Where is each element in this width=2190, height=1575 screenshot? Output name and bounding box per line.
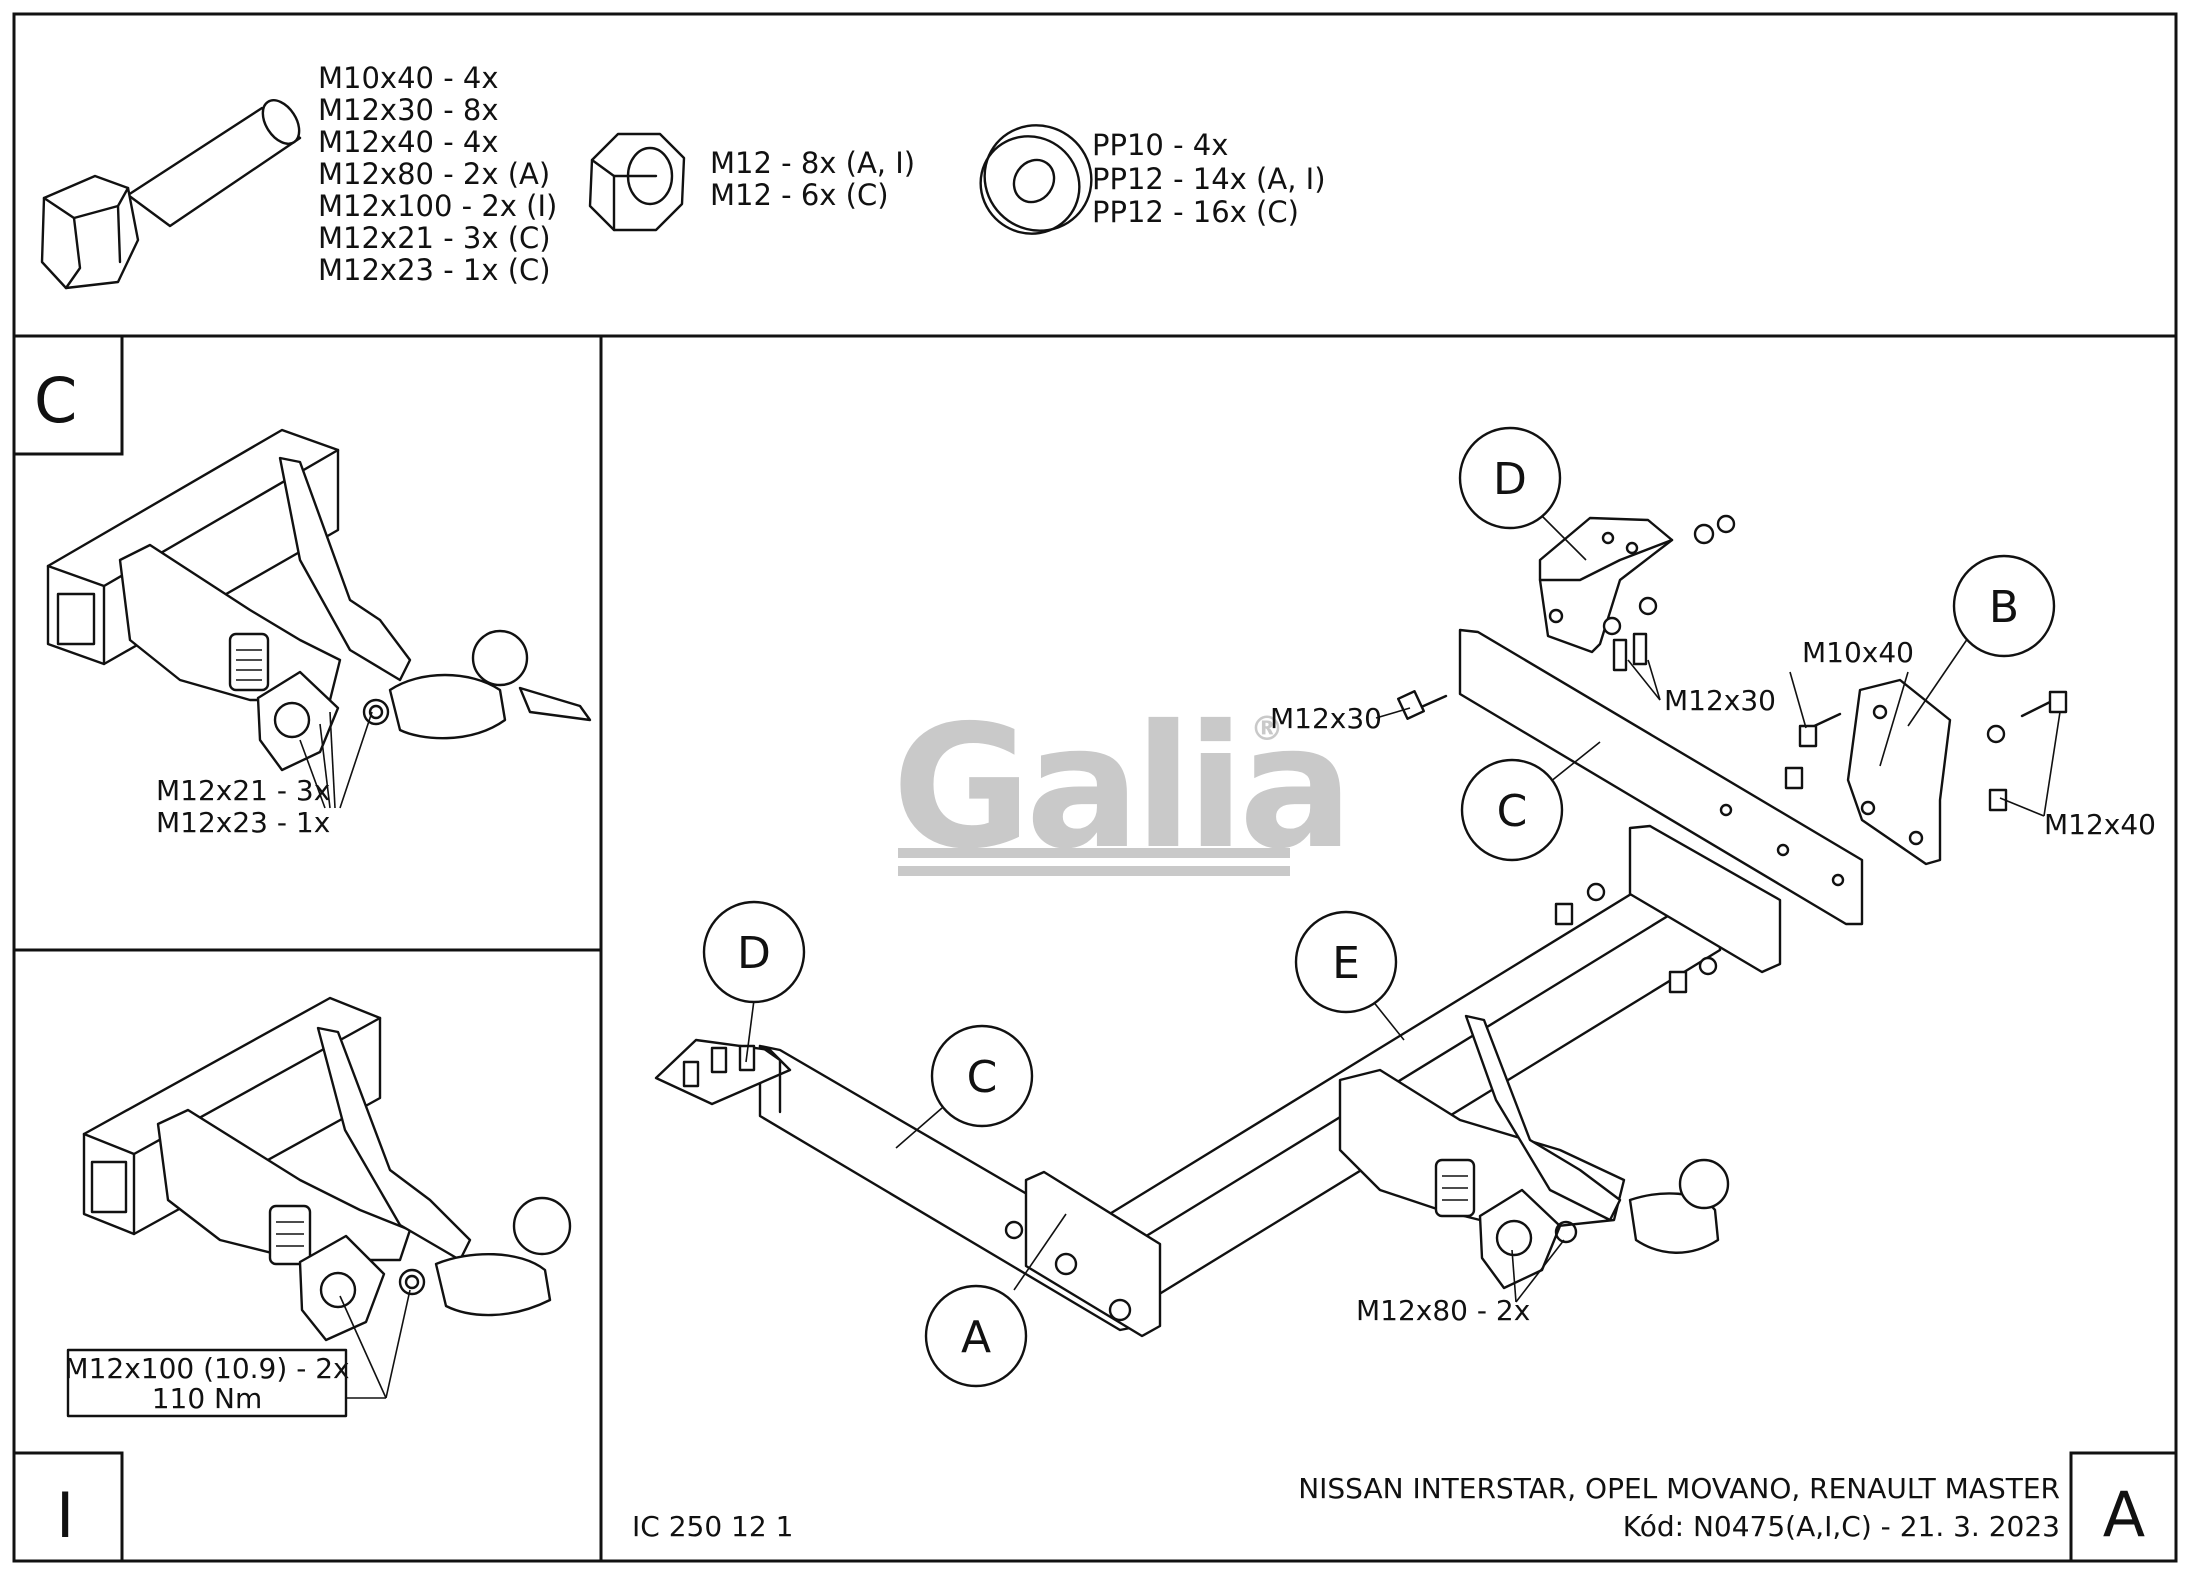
bolt-line: M12x23 - 1x (C) bbox=[318, 253, 551, 287]
registered-mark: ® bbox=[1250, 709, 1284, 749]
title-block: A IC 250 12 1 NISSAN INTERSTAR, OPEL MOV… bbox=[632, 1472, 2145, 1551]
bolt-line: M12x40 - 4x bbox=[318, 125, 499, 159]
bolt-line: M12x100 - 2x (I) bbox=[318, 189, 557, 223]
galia-logo: Galia ® bbox=[892, 689, 1354, 887]
torque-line: 110 Nm bbox=[152, 1382, 263, 1415]
vehicle-models: NISSAN INTERSTAR, OPEL MOVANO, RENAULT M… bbox=[1298, 1472, 2060, 1505]
torque-line: M12x100 (10.9) - 2x bbox=[64, 1352, 349, 1385]
washer-line: PP12 - 14x (A, I) bbox=[1092, 162, 1326, 196]
towbar-i-drawing bbox=[82, 996, 572, 1342]
label-m12x30-mid: M12x30 bbox=[1664, 684, 1776, 717]
bolt-labels: M12x30 M12x30 M10x40 M12x40 M12x80 - 2x bbox=[1270, 636, 2156, 1327]
washer-line: PP12 - 16x (C) bbox=[1092, 195, 1299, 229]
kod-date: Kód: N0475(A,I,C) - 21. 3. 2023 bbox=[1623, 1510, 2060, 1543]
drawing-code: IC 250 12 1 bbox=[632, 1510, 793, 1543]
nut-line: M12 - 8x (A, I) bbox=[710, 146, 915, 180]
towbar-c-drawing bbox=[46, 428, 592, 772]
bolt-line: M12x80 - 2x (A) bbox=[318, 157, 550, 191]
label-m12x30-left: M12x30 bbox=[1270, 702, 1382, 735]
nut-line: M12 - 6x (C) bbox=[710, 178, 889, 212]
callout-e: E bbox=[1332, 938, 1360, 989]
panel-c-bolt-line: M12x21 - 3x bbox=[156, 774, 330, 807]
callout-b: B bbox=[1989, 582, 2019, 633]
washer-icon bbox=[979, 124, 1093, 235]
washer-line: PP10 - 4x bbox=[1092, 128, 1228, 162]
panel-c-bolt-labels: M12x21 - 3x M12x23 - 1x bbox=[156, 711, 373, 839]
bolt-line: M12x21 - 3x (C) bbox=[318, 221, 551, 255]
label-m12x80: M12x80 - 2x bbox=[1356, 1294, 1530, 1327]
corner-label-i: I bbox=[56, 1479, 74, 1552]
callout-d-top: D bbox=[1493, 454, 1527, 505]
panel-i: I M12x100 (10.9) - 2x 110 Nm bbox=[56, 996, 572, 1552]
corner-label-c: C bbox=[34, 364, 77, 437]
callout-d-left: D bbox=[737, 928, 771, 979]
bolt-icon bbox=[40, 99, 302, 290]
label-m10x40: M10x40 bbox=[1802, 636, 1914, 669]
corner-label-a: A bbox=[2103, 1478, 2145, 1551]
callout-c-left: C bbox=[967, 1052, 998, 1103]
bolt-list: M10x40 - 4x M12x30 - 8x M12x40 - 4x M12x… bbox=[318, 61, 557, 287]
bolt-line: M10x40 - 4x bbox=[318, 61, 499, 95]
nut-list: M12 - 8x (A, I) M12 - 6x (C) bbox=[710, 146, 915, 212]
panel-c-bolt-line: M12x23 - 1x bbox=[156, 806, 330, 839]
panel-c: C bbox=[34, 364, 592, 839]
washer-list: PP10 - 4x PP12 - 14x (A, I) PP12 - 16x (… bbox=[1092, 128, 1326, 229]
bolt-line: M12x30 - 8x bbox=[318, 93, 499, 127]
label-m12x40: M12x40 bbox=[2044, 808, 2156, 841]
torque-box: M12x100 (10.9) - 2x 110 Nm bbox=[64, 1289, 411, 1418]
nut-icon bbox=[588, 132, 686, 232]
drawing-frames bbox=[12, 12, 2178, 1563]
callout-c-right: C bbox=[1497, 786, 1528, 837]
callouts: D B C D E C A bbox=[702, 426, 2056, 1388]
callout-a: A bbox=[961, 1312, 991, 1363]
main-assembly bbox=[654, 514, 2068, 1338]
